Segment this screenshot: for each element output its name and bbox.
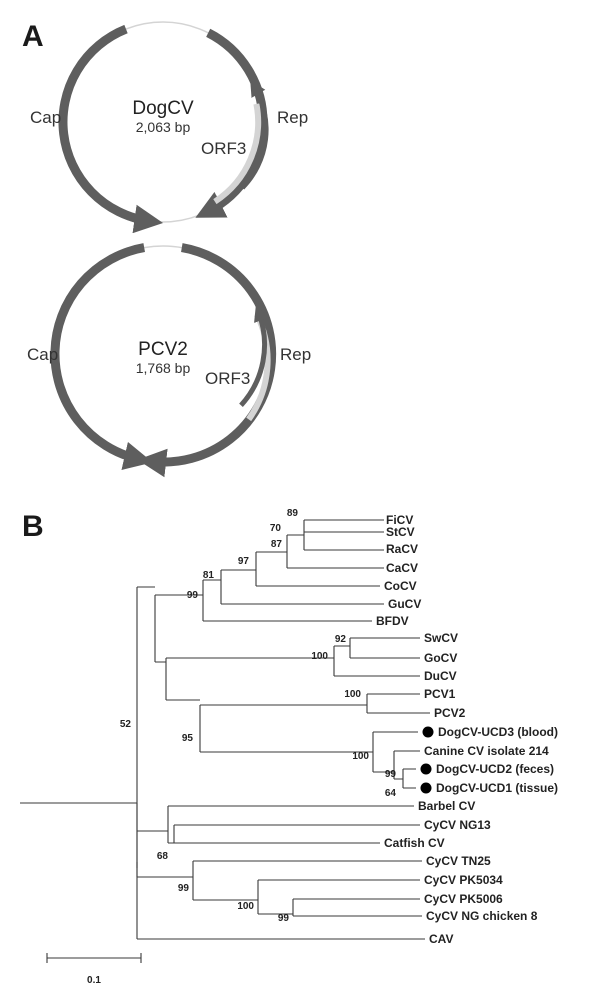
leaf-stcv: StCV [386, 525, 415, 539]
bootstrap-cacv-node: 87 [271, 539, 283, 550]
bootstrap-pcv: 100 [344, 689, 361, 700]
pcv2-cap-label: Cap [27, 345, 58, 364]
branch-barbel [168, 805, 414, 844]
bootstrap-pcv-dog: 95 [182, 733, 194, 744]
marker-dogcv-ucd2 [420, 763, 432, 775]
leaf-catfish-cv: Catfish CV [384, 836, 445, 850]
leaf-cacv: CaCV [386, 561, 418, 575]
dogcv-rep-label: Rep [277, 108, 308, 127]
panel-b-letter: B [22, 510, 44, 543]
branch-cycv-pk5034 [258, 879, 420, 916]
leaf-swcv: SwCV [424, 631, 458, 645]
pcv2-genome-map: PCV2 1,768 bp Cap Rep ORF3 [27, 243, 311, 478]
bootstrap-waterfowl: 100 [311, 651, 328, 662]
pcv2-orf3-arc [239, 305, 270, 407]
leaf-cycv-pk5006: CyCV PK5006 [424, 892, 503, 906]
pcv2-orf3-label: ORF3 [205, 369, 250, 388]
dogcv-genome-map: DogCV 2,063 bp Cap Rep ORF3 [30, 21, 308, 234]
dogcv-orf3-arc [240, 80, 269, 190]
bootstrap-racv-node: 70 [270, 523, 282, 534]
bootstrap-fish: 68 [157, 851, 169, 862]
leaf-dogcv-ucd3: DogCV-UCD3 (blood) [438, 725, 558, 739]
scale-bar-label: 0.1 [87, 975, 101, 986]
bootstrap-cycv-tn25: 100 [237, 901, 254, 912]
branch-pcv-dog [166, 699, 201, 752]
phylogenetic-tree: FiCV StCV RaCV CaCV CoCV GuCV BFDV SwCV … [20, 508, 558, 986]
dogcv-name: DogCV [132, 98, 194, 119]
pcv2-name: PCV2 [138, 339, 188, 360]
leaf-pcv2: PCV2 [434, 706, 466, 720]
leaf-cycv-ng-chicken-8: CyCV NG chicken 8 [426, 909, 538, 923]
leaf-bfdv: BFDV [376, 614, 409, 628]
bootstrap-ficv-stcv: 89 [287, 508, 299, 519]
branch-ingroup-cav [137, 586, 425, 940]
leaf-cycv-pk5034: CyCV PK5034 [424, 873, 503, 887]
pcv2-size: 1,768 bp [136, 360, 191, 376]
branch-cycv-ng13-catfish [174, 824, 420, 844]
leaf-cav: CAV [429, 932, 453, 946]
bootstrap-dogcv-clade: 100 [352, 751, 369, 762]
branch-ficv-stcv [304, 519, 384, 533]
pcv2-cap-arc [50, 243, 153, 470]
branch-ucd1-ucd2 [394, 768, 416, 789]
bootstrap-root-ingroup: 52 [120, 719, 132, 730]
branch-fish [137, 806, 169, 843]
branch-cycv-tn25 [193, 860, 422, 914]
pcv2-rep-label: Rep [280, 345, 311, 364]
bootstrap-cycv: 99 [178, 883, 190, 894]
branch-waterfowl [166, 646, 420, 677]
leaf-gucv: GuCV [388, 597, 421, 611]
branch-pcv [200, 693, 430, 714]
dogcv-size: 2,063 bp [136, 119, 191, 135]
leaf-pcv1: PCV1 [424, 687, 456, 701]
dogcv-orf3-outline [213, 103, 262, 205]
branch-cocv [221, 552, 380, 587]
branch-cycv [137, 861, 194, 900]
marker-dogcv-ucd1 [420, 782, 432, 794]
bootstrap-avian-clade: 99 [187, 590, 199, 601]
branch-gucv [203, 570, 384, 605]
leaf-cycv-ng13: CyCV NG13 [424, 818, 491, 832]
branch-swcv-gocv [334, 637, 420, 659]
dogcv-cap-arc [58, 24, 164, 234]
bootstrap-cycv-pk5034: 99 [278, 913, 290, 924]
leaf-barbel-cv: Barbel CV [418, 799, 475, 813]
leaf-cycv-tn25: CyCV TN25 [426, 854, 491, 868]
branch-racv [287, 520, 384, 551]
leaf-racv: RaCV [386, 542, 418, 556]
branch-cacv [256, 535, 384, 569]
scale-bar [46, 953, 142, 963]
bootstrap-canine-214: 99 [385, 769, 397, 780]
branch-cycv-pk5006-chicken [293, 898, 422, 917]
leaf-gocv: GoCV [424, 651, 457, 665]
branch-dogcv-clade [200, 731, 418, 772]
branch-avian-clade [155, 580, 372, 622]
dogcv-cap-label: Cap [30, 108, 61, 127]
leaf-canine-cv-214: Canine CV isolate 214 [424, 744, 549, 758]
branch-mammal-waterfowl [155, 658, 167, 700]
leaf-ducv: DuCV [424, 669, 457, 683]
bootstrap-cocv-node: 97 [238, 556, 250, 567]
branch-root [20, 587, 138, 939]
branch-canine-214 [373, 750, 420, 779]
leaf-dogcv-ucd1: DogCV-UCD1 (tissue) [436, 781, 558, 795]
leaf-cocv: CoCV [384, 579, 417, 593]
bootstrap-ucd1-ucd2: 64 [385, 788, 397, 799]
leaf-dogcv-ucd2: DogCV-UCD2 (feces) [436, 762, 554, 776]
marker-dogcv-ucd3 [422, 726, 434, 738]
bootstrap-gucv-node: 81 [203, 570, 215, 581]
dogcv-orf3-label: ORF3 [201, 139, 246, 158]
pcv2-rep-arc [137, 243, 277, 478]
leaf-ficv: FiCV [386, 513, 413, 527]
panel-a-letter: A [22, 20, 44, 53]
bootstrap-swcv-gocv: 92 [335, 634, 347, 645]
dogcv-rep-arc [195, 28, 268, 218]
